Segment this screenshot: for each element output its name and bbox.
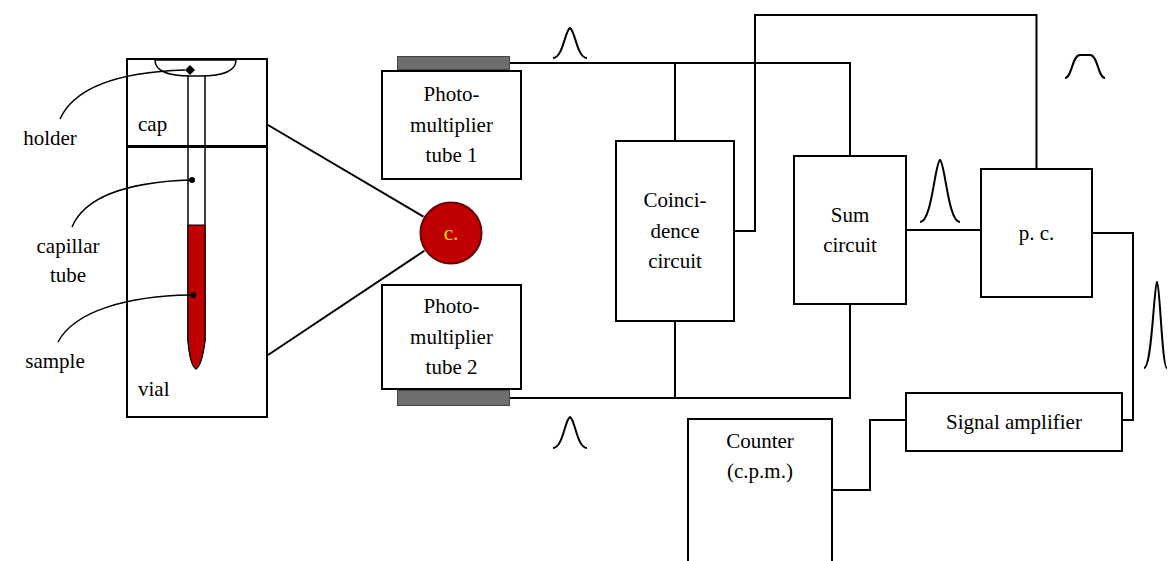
node-body: Coinci- dence circuit [615,140,735,322]
leader-dot [190,292,196,298]
photocathode-window [397,56,510,70]
node-body: cap [126,58,268,148]
counter-box: Counter (c.p.m.) [687,418,833,561]
sum-box: Sum circuit [793,155,907,305]
pc-box: p. c. [980,168,1093,298]
signal-wire [510,63,675,140]
vial-box: vial [126,148,268,418]
leader-dot [189,177,195,183]
cap-box: cap [126,58,268,148]
node-body: Photo- multiplier tube 2 [381,284,522,390]
node-text: cap [138,109,167,139]
pulse-symbol [1144,282,1167,368]
signal-wire [833,420,905,490]
photomultiplier-box: Photo- multiplier tube 1 [381,56,522,180]
pulse-symbol [920,160,960,222]
node-text: c. [444,218,459,248]
node-body: Photo- multiplier tube 1 [381,70,522,180]
node-body: c. [419,201,483,265]
signal-wire [510,322,675,398]
photocathode-window [397,390,510,406]
holder-shape [155,60,236,76]
node-body: vial [126,148,268,418]
holder-marker [185,65,195,75]
node-text: Counter (c.p.m.) [719,426,801,487]
node-body: p. c. [980,168,1093,298]
node-body: Counter (c.p.m.) [687,418,833,561]
capillary-tube [188,70,205,369]
magnified-circle: c. [419,201,483,265]
node-text: p. c. [1019,218,1055,248]
part-label: holder [15,124,85,153]
pulse-symbol [553,417,587,448]
pulse-symbol [553,28,587,58]
node-text: Photo- multiplier tube 1 [403,79,500,170]
leader-line [72,180,190,227]
node-text: Sum circuit [809,200,891,261]
node-body: Signal amplifier [905,392,1123,452]
amplifier-box: Signal amplifier [905,392,1123,452]
photomultiplier-box: Photo- multiplier tube 2 [381,284,522,406]
circle-shape [421,203,482,264]
node-text: vial [138,374,170,404]
node-text: Coinci- dence circuit [632,185,718,276]
node-body: Sum circuit [793,155,907,305]
coincidence-box: Coinci- dence circuit [615,140,735,322]
part-label: sample [15,347,95,376]
pulse-symbol [1065,55,1105,78]
leader-line [58,295,190,342]
node-text: Photo- multiplier tube 2 [403,291,500,382]
signal-wire [907,229,980,231]
part-label: capillar tube [22,232,114,291]
sample-fill [188,225,205,369]
node-text: Signal amplifier [946,407,1082,437]
